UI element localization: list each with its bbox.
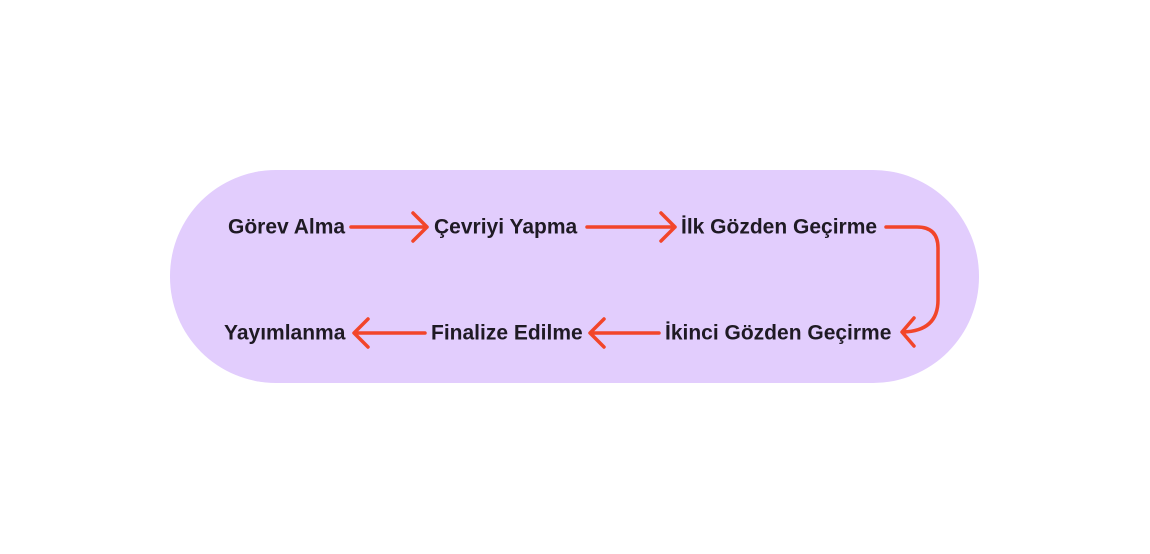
arrow-step3-to-step4: [884, 225, 940, 348]
step-finalize-edilme: Finalize Edilme: [431, 321, 583, 345]
step-ikinci-gozden-gecirme: İkinci Gözden Geçirme: [665, 321, 892, 345]
arrow-step5-to-step6: [352, 317, 427, 349]
arrow-step2-to-step3: [585, 211, 677, 243]
step-ilk-gozden-gecirme: İlk Gözden Geçirme: [681, 215, 878, 239]
step-yayimlanma: Yayımlanma: [224, 321, 346, 345]
step-ceviriyi-yapma: Çevriyi Yapma: [434, 215, 578, 239]
step-gorev-alma: Görev Alma: [228, 215, 346, 239]
flow-background-panel: [170, 170, 979, 383]
arrow-step4-to-step5: [588, 317, 661, 349]
arrow-step1-to-step2: [349, 211, 429, 243]
